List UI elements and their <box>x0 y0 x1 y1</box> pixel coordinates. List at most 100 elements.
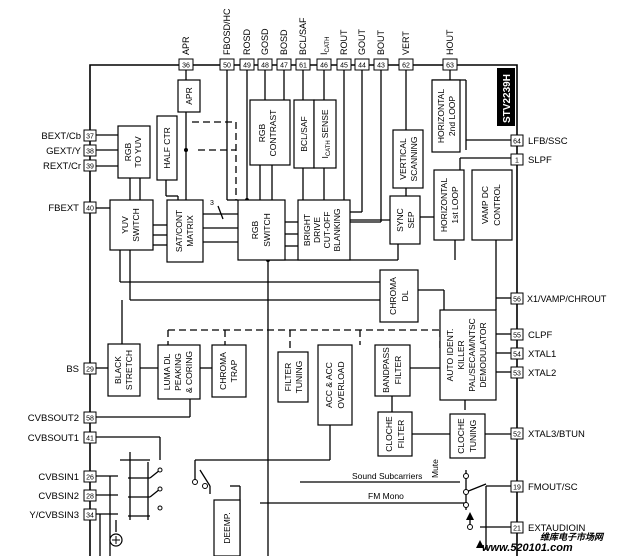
top-signal-label: BCL/SAF <box>298 17 308 55</box>
right-signal-label: SLPF <box>528 155 552 166</box>
svg-text:CLOCHE: CLOCHE <box>456 418 466 454</box>
block-rgb-to-yuv: RGB TO YUV <box>117 125 151 179</box>
svg-text:KILLER: KILLER <box>456 340 466 369</box>
block-apr: APR <box>177 79 201 113</box>
left-signal-label: GEXT/Y <box>46 146 82 157</box>
arrow-icon <box>476 540 484 548</box>
pin-number: 26 <box>86 475 94 482</box>
svg-text:OVERLOAD: OVERLOAD <box>336 361 346 408</box>
svg-text:RGB: RGB <box>257 123 267 142</box>
block-sat-cont-matrix: SAT/CONT MATRIX <box>166 199 204 263</box>
svg-text:HALF CTR: HALF CTR <box>162 127 172 169</box>
left-signal-label: CVBSIN1 <box>38 472 79 483</box>
bus-width-label: 3 <box>210 200 214 207</box>
svg-text:TUNING: TUNING <box>294 361 304 394</box>
top-signal-label: GOUT <box>357 28 367 55</box>
block-deemp: DEEMP. <box>213 499 241 556</box>
block-icath-sense: ICATHSENSE <box>313 99 337 169</box>
block-half-ctr: HALF CTR <box>156 115 178 181</box>
top-signal-label: ICATH <box>319 37 331 55</box>
svg-text:SEP: SEP <box>406 211 416 228</box>
svg-text:BANDPASS: BANDPASS <box>381 347 391 393</box>
block-yuv-switch: YUV SWITCH <box>109 199 154 251</box>
pin-number: 19 <box>513 485 521 492</box>
pin-number: 21 <box>513 526 521 533</box>
block-rgb-switch: RGB SWITCH <box>237 199 286 261</box>
svg-text:TUNING: TUNING <box>468 420 478 453</box>
pin-number: 28 <box>86 494 94 501</box>
top-signal-label: BOUT <box>376 29 386 55</box>
svg-text:ACC & ACC: ACC & ACC <box>324 362 334 408</box>
pin-number: 55 <box>513 333 521 340</box>
pin-number: 49 <box>243 63 251 70</box>
svg-text:& CORING: & CORING <box>184 351 194 393</box>
svg-text:BRIGHT: BRIGHT <box>302 214 312 246</box>
svg-text:CLOCHE: CLOCHE <box>384 416 394 452</box>
svg-text:FILTER: FILTER <box>283 363 293 392</box>
block-cloche-filter: CLOCHE FILTER <box>377 411 413 457</box>
svg-text:ICATHSENSE: ICATHSENSE <box>320 109 332 158</box>
svg-text:LUMA DL: LUMA DL <box>162 354 172 391</box>
right-signal-label: LFB/SSC <box>528 136 568 147</box>
right-signal-label: XTAL1 <box>528 349 556 360</box>
block-rgb-contrast: RGB CONTRAST <box>249 99 291 166</box>
sound-subcarriers-label: Sound Subcarriers <box>352 471 422 481</box>
svg-text:TO YUV: TO YUV <box>133 136 143 168</box>
svg-text:DRIVE: DRIVE <box>312 217 322 243</box>
left-pins: 37 BEXT/Cb 38 GEXT/Y 39 REXT/Cr 40 FBEXT… <box>28 129 97 521</box>
block-bandpass-filter: BANDPASS FILTER <box>374 344 411 397</box>
svg-text:CONTROL: CONTROL <box>492 184 502 226</box>
pin-number: 58 <box>86 416 94 423</box>
top-signal-label: BOSD <box>279 29 289 55</box>
block-black-stretch: BLACK STRETCH <box>107 343 141 397</box>
left-signal-label: CVBSOUT1 <box>28 433 79 444</box>
svg-text:RGB: RGB <box>123 142 133 161</box>
svg-text:CHROMA: CHROMA <box>218 352 228 390</box>
pin-number: 46 <box>320 63 328 70</box>
right-signal-label: XTAL2 <box>528 368 556 379</box>
pin-number: 39 <box>86 164 94 171</box>
svg-text:CHROMA: CHROMA <box>388 277 398 315</box>
pin-number: 40 <box>86 206 94 213</box>
pin-number: 34 <box>86 513 94 520</box>
pin-number: 64 <box>513 139 521 146</box>
pin-number: 54 <box>513 352 521 359</box>
pin-slpf <box>510 153 524 166</box>
svg-text:VERTICAL: VERTICAL <box>398 138 408 180</box>
svg-text:BLACK: BLACK <box>113 356 123 384</box>
svg-text:STRETCH: STRETCH <box>124 350 134 390</box>
svg-text:BCL/SAF: BCL/SAF <box>299 116 309 151</box>
left-signal-label: REXT/Cr <box>43 161 81 172</box>
right-signal-label: CLPF <box>528 330 552 341</box>
pin-number: 29 <box>86 367 94 374</box>
pin-number: 1 <box>515 158 519 165</box>
left-signal-label: BEXT/Cb <box>41 131 81 142</box>
svg-text:HORIZONTAL: HORIZONTAL <box>436 89 446 143</box>
svg-text:DEMODULATOR: DEMODULATOR <box>478 322 488 387</box>
svg-text:SYNC: SYNC <box>395 208 405 232</box>
top-signal-label: GOSD <box>260 28 270 55</box>
chip-name-badge <box>497 68 515 126</box>
left-signal-label: FBEXT <box>48 203 79 214</box>
pin-number: 50 <box>223 63 231 70</box>
svg-text:APR: APR <box>184 87 194 104</box>
block-vamp-dc-control: VAMP DC CONTROL <box>471 169 513 241</box>
pin-number: 38 <box>86 149 94 156</box>
svg-text:1st LOOP: 1st LOOP <box>450 186 460 224</box>
top-signal-label: ROSD <box>242 28 252 55</box>
svg-text:FILTER: FILTER <box>393 356 403 385</box>
block-vertical-scanning: VERTICAL SCANNING <box>392 129 424 189</box>
pin-number: 52 <box>513 432 521 439</box>
svg-text:RGB: RGB <box>250 220 260 239</box>
right-pins: 64 LFB/SSC 1 SLPF 56 X1/VAMP/CHROUT 55 C… <box>510 134 607 534</box>
block-sync-sep: SYNC SEP <box>389 195 421 245</box>
top-signal-label: VERT <box>401 31 411 55</box>
right-signal-label: FMOUT/SC <box>528 482 578 493</box>
block-bcl-saf: BCL/SAF <box>293 99 315 169</box>
pin-number: 43 <box>377 63 385 70</box>
mute-label: Mute <box>430 459 440 478</box>
top-signal-label: ROUT <box>339 29 349 55</box>
top-signal-label: APR <box>181 36 191 55</box>
fm-mono-label: FM Mono <box>368 491 404 501</box>
